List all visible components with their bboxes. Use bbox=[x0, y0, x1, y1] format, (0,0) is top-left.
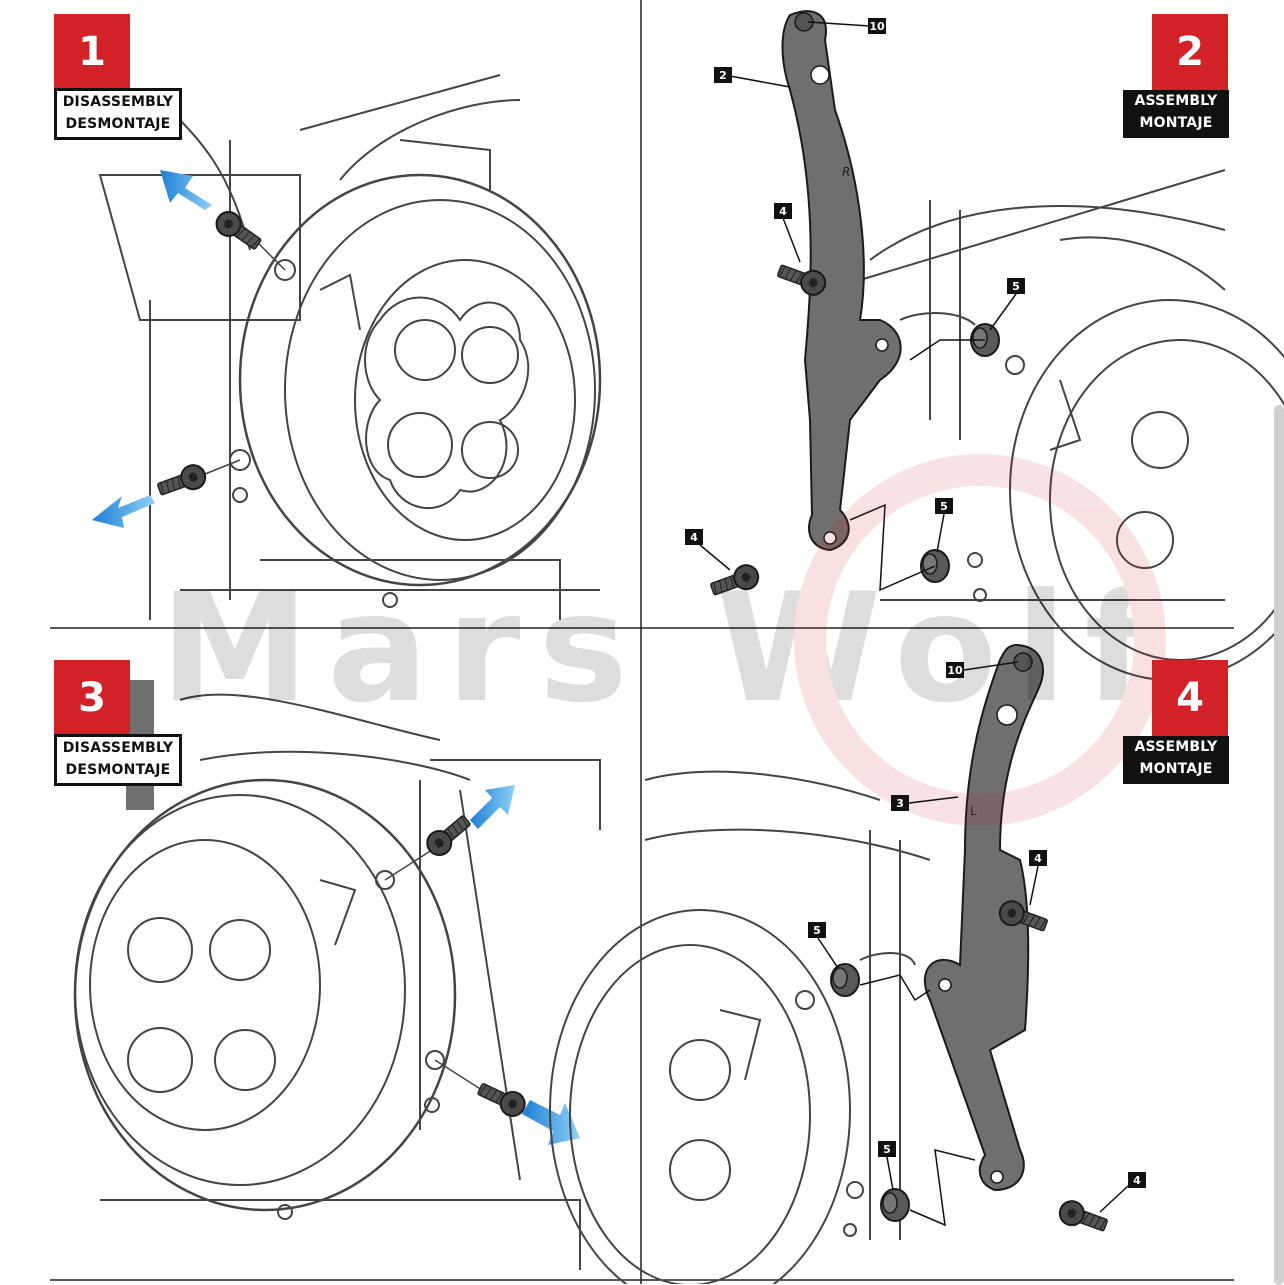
panel-3-screws bbox=[421, 809, 530, 1121]
scrollbar[interactable] bbox=[1274, 405, 1284, 1285]
callout-p3: 3 bbox=[891, 795, 959, 811]
svg-text:R: R bbox=[842, 165, 850, 179]
panel-4-bracket: L bbox=[923, 643, 1044, 1192]
mode-label-1-es: DESMONTAJE bbox=[65, 116, 171, 132]
callout-p4-a: 4 bbox=[774, 203, 801, 263]
svg-text:5: 5 bbox=[883, 1143, 891, 1156]
callout-p4-b: 4 bbox=[685, 529, 731, 571]
svg-text:Mars Wolf: Mars Wolf bbox=[160, 562, 1168, 736]
callout-p5-d: 5 bbox=[878, 1141, 896, 1191]
mode-label-3-es: DESMONTAJE bbox=[65, 762, 171, 778]
callout-p4-c: 4 bbox=[1029, 850, 1047, 906]
panel-1-illustration bbox=[98, 74, 602, 620]
step-badge-1: 1 bbox=[54, 14, 130, 90]
callout-p5-b: 5 bbox=[935, 498, 953, 553]
mode-label-1: DISASSEMBLY DESMONTAJE bbox=[54, 88, 182, 140]
mode-label-1-en: DISASSEMBLY bbox=[62, 94, 174, 110]
callout-p5-c: 5 bbox=[808, 922, 839, 969]
callout-p4-d: 4 bbox=[1099, 1172, 1146, 1213]
svg-text:10: 10 bbox=[869, 20, 885, 33]
mode-label-4: ASSEMBLY MONTAJE bbox=[1123, 736, 1229, 784]
svg-text:4: 4 bbox=[1133, 1174, 1141, 1187]
step-badge-4: 4 bbox=[1152, 660, 1228, 736]
mode-label-2-en: ASSEMBLY bbox=[1134, 93, 1218, 109]
svg-text:10: 10 bbox=[947, 664, 963, 677]
mode-label-2-es: MONTAJE bbox=[1139, 115, 1213, 131]
mode-label-3-en: DISASSEMBLY bbox=[62, 740, 174, 756]
panel-1-arrows bbox=[92, 170, 212, 528]
callout-p10-a: 10 bbox=[807, 18, 886, 34]
mode-label-2: ASSEMBLY MONTAJE bbox=[1123, 90, 1229, 138]
step-badge-2: 2 bbox=[1152, 14, 1228, 90]
step-badge-3: 3 bbox=[54, 660, 130, 736]
callout-p10-b: 10 bbox=[946, 661, 1019, 678]
callout-p2: 2 bbox=[714, 67, 791, 88]
svg-text:5: 5 bbox=[940, 500, 948, 513]
part-callouts: 10 2 4 5 4 5 10 bbox=[685, 18, 1146, 1213]
svg-text:3: 3 bbox=[896, 797, 904, 810]
svg-text:L: L bbox=[970, 804, 977, 818]
svg-text:4: 4 bbox=[690, 531, 698, 544]
svg-text:4: 4 bbox=[1034, 852, 1042, 865]
mode-label-4-en: ASSEMBLY bbox=[1134, 739, 1218, 755]
watermark: Mars Wolf bbox=[160, 454, 1168, 826]
panel-2-hardware bbox=[707, 258, 1000, 602]
svg-text:5: 5 bbox=[813, 924, 821, 937]
panel-4-illustration bbox=[549, 770, 931, 1284]
svg-text:4: 4 bbox=[779, 205, 787, 218]
panel-dividers bbox=[50, 0, 1234, 1284]
panel-4-hardware bbox=[830, 896, 1111, 1238]
svg-text:5: 5 bbox=[1012, 280, 1020, 293]
svg-text:2: 2 bbox=[719, 69, 727, 82]
mode-label-4-es: MONTAJE bbox=[1139, 761, 1213, 777]
callout-p5-a: 5 bbox=[989, 278, 1025, 331]
panel-2-bracket: R bbox=[781, 10, 902, 552]
mode-label-3: DISASSEMBLY DESMONTAJE bbox=[54, 734, 182, 786]
